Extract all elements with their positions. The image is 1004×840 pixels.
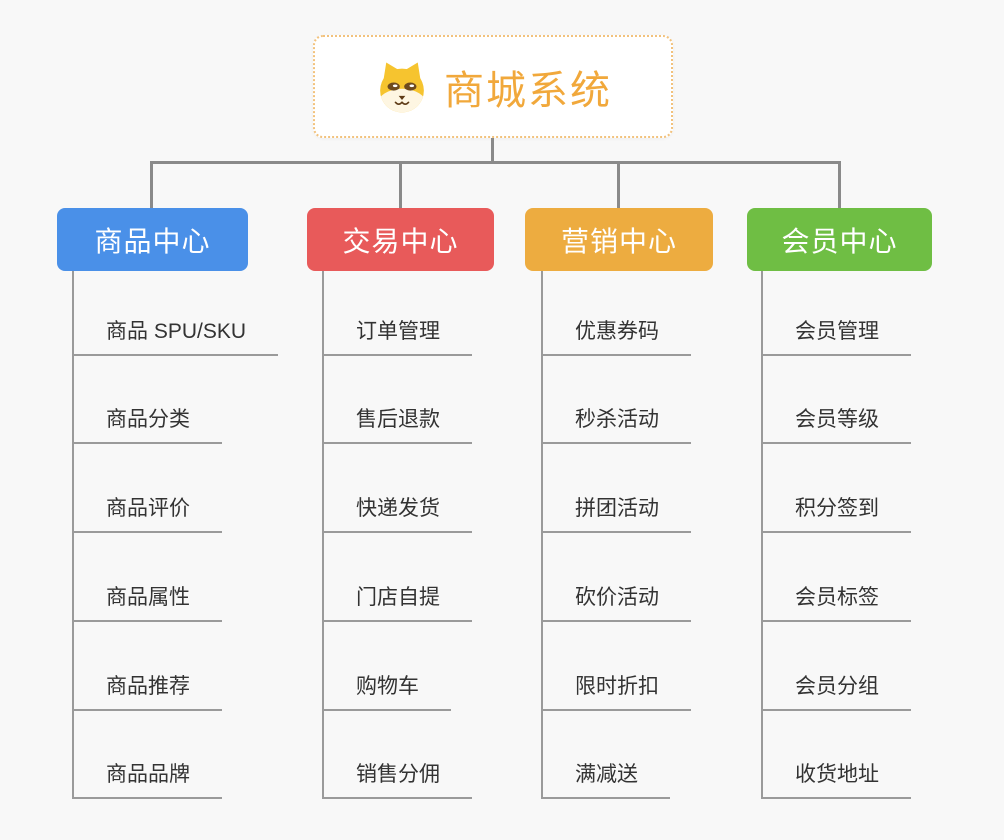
leaf-node[interactable]: 满减送 xyxy=(541,759,670,799)
leaf-node[interactable]: 商品评价 xyxy=(72,493,222,533)
connector-horizontal-rail xyxy=(150,161,840,164)
leaf-node[interactable]: 商品属性 xyxy=(72,582,222,622)
leaf-node[interactable]: 商品分类 xyxy=(72,404,222,444)
connector-drop-3 xyxy=(617,161,620,208)
root-title: 商城系统 xyxy=(444,68,612,113)
leaf-node[interactable]: 拼团活动 xyxy=(541,493,691,533)
root-node[interactable]: 商城系统 xyxy=(313,35,673,138)
leaf-node[interactable]: 销售分佣 xyxy=(322,759,472,799)
connector-drop-1 xyxy=(150,161,153,208)
branch-node-marketing-center[interactable]: 营销中心 xyxy=(525,208,713,271)
leaf-node[interactable]: 购物车 xyxy=(322,671,451,711)
leaf-node[interactable]: 订单管理 xyxy=(322,316,472,356)
leaf-node[interactable]: 限时折扣 xyxy=(541,671,691,711)
connector-trunk-4 xyxy=(761,271,763,799)
leaf-node[interactable]: 优惠券码 xyxy=(541,316,691,356)
leaf-node[interactable]: 商品品牌 xyxy=(72,759,222,799)
leaf-node[interactable]: 秒杀活动 xyxy=(541,404,691,444)
branch-node-member-center[interactable]: 会员中心 xyxy=(747,208,932,271)
leaf-node[interactable]: 商品推荐 xyxy=(72,671,222,711)
connector-trunk-2 xyxy=(322,271,324,799)
leaf-node[interactable]: 售后退款 xyxy=(322,404,472,444)
leaf-node[interactable]: 积分签到 xyxy=(761,493,911,533)
leaf-node[interactable]: 商品 SPU/SKU xyxy=(72,316,279,356)
connector-trunk-3 xyxy=(541,271,543,799)
connector-root-stem xyxy=(491,138,494,163)
leaf-node[interactable]: 收货地址 xyxy=(761,759,911,799)
leaf-node[interactable]: 会员分组 xyxy=(761,671,911,711)
branch-node-product-center[interactable]: 商品中心 xyxy=(57,208,248,271)
connector-trunk-1 xyxy=(72,271,74,799)
leaf-node[interactable]: 会员标签 xyxy=(761,582,911,622)
leaf-node[interactable]: 门店自提 xyxy=(322,582,472,622)
leaf-node[interactable]: 会员等级 xyxy=(761,404,911,444)
connector-drop-4 xyxy=(838,161,841,208)
leaf-node[interactable]: 快递发货 xyxy=(322,493,472,533)
branch-node-trade-center[interactable]: 交易中心 xyxy=(307,208,494,271)
leaf-node[interactable]: 会员管理 xyxy=(761,316,911,356)
leaf-node[interactable]: 砍价活动 xyxy=(541,582,691,622)
connector-drop-2 xyxy=(399,161,402,208)
shiba-dog-icon xyxy=(380,62,424,112)
